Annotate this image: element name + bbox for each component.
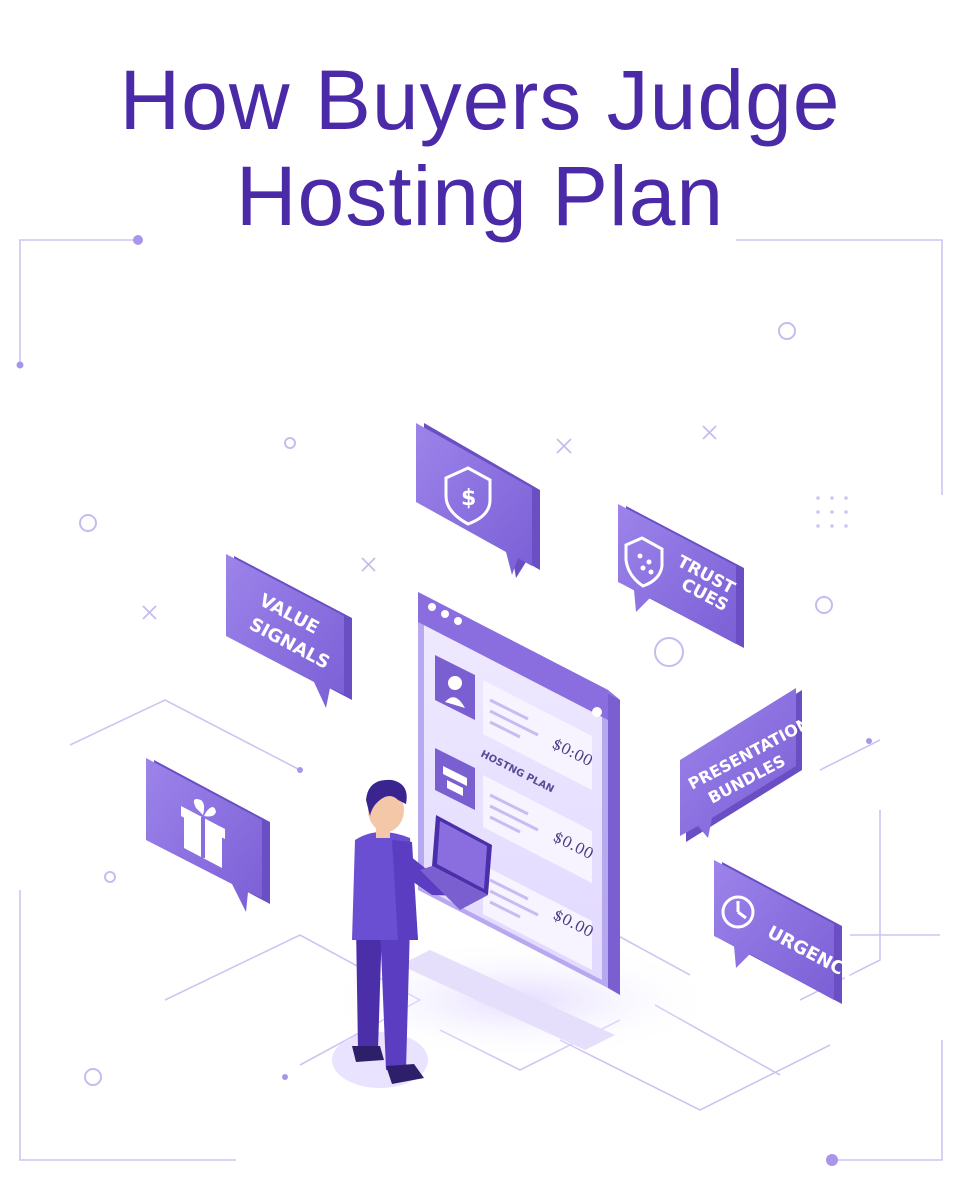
title-line-2: Hosting Plan [235,149,725,243]
person-figure [332,779,492,1088]
svg-text:$: $ [461,486,476,511]
decorative-marks [79,322,872,1086]
title-line-1: How Buyers Judge [119,53,841,147]
bubble-urgency: URGENCY [714,860,860,1004]
hosting-plan-screen: HOSTNG PLAN $0:00 $0.00 $0.00 [418,592,620,995]
clock-icon [721,895,755,929]
bubble-shield: $ [416,423,540,578]
shield-dollar-icon: $ [444,466,492,526]
bubble-gift [146,758,270,912]
screen-shadow [400,950,615,1050]
trust-badge-icon [624,536,664,588]
page-title: How Buyers Judge Hosting Plan [0,52,960,244]
bubble-trust-cues: TRUST CUES [618,504,744,648]
bubble-presentation-bundles: PRESENTATION BUNDLES [680,688,814,842]
bubble-value-signals: VALUE SIGNALS [226,554,352,708]
gift-icon [181,799,225,868]
